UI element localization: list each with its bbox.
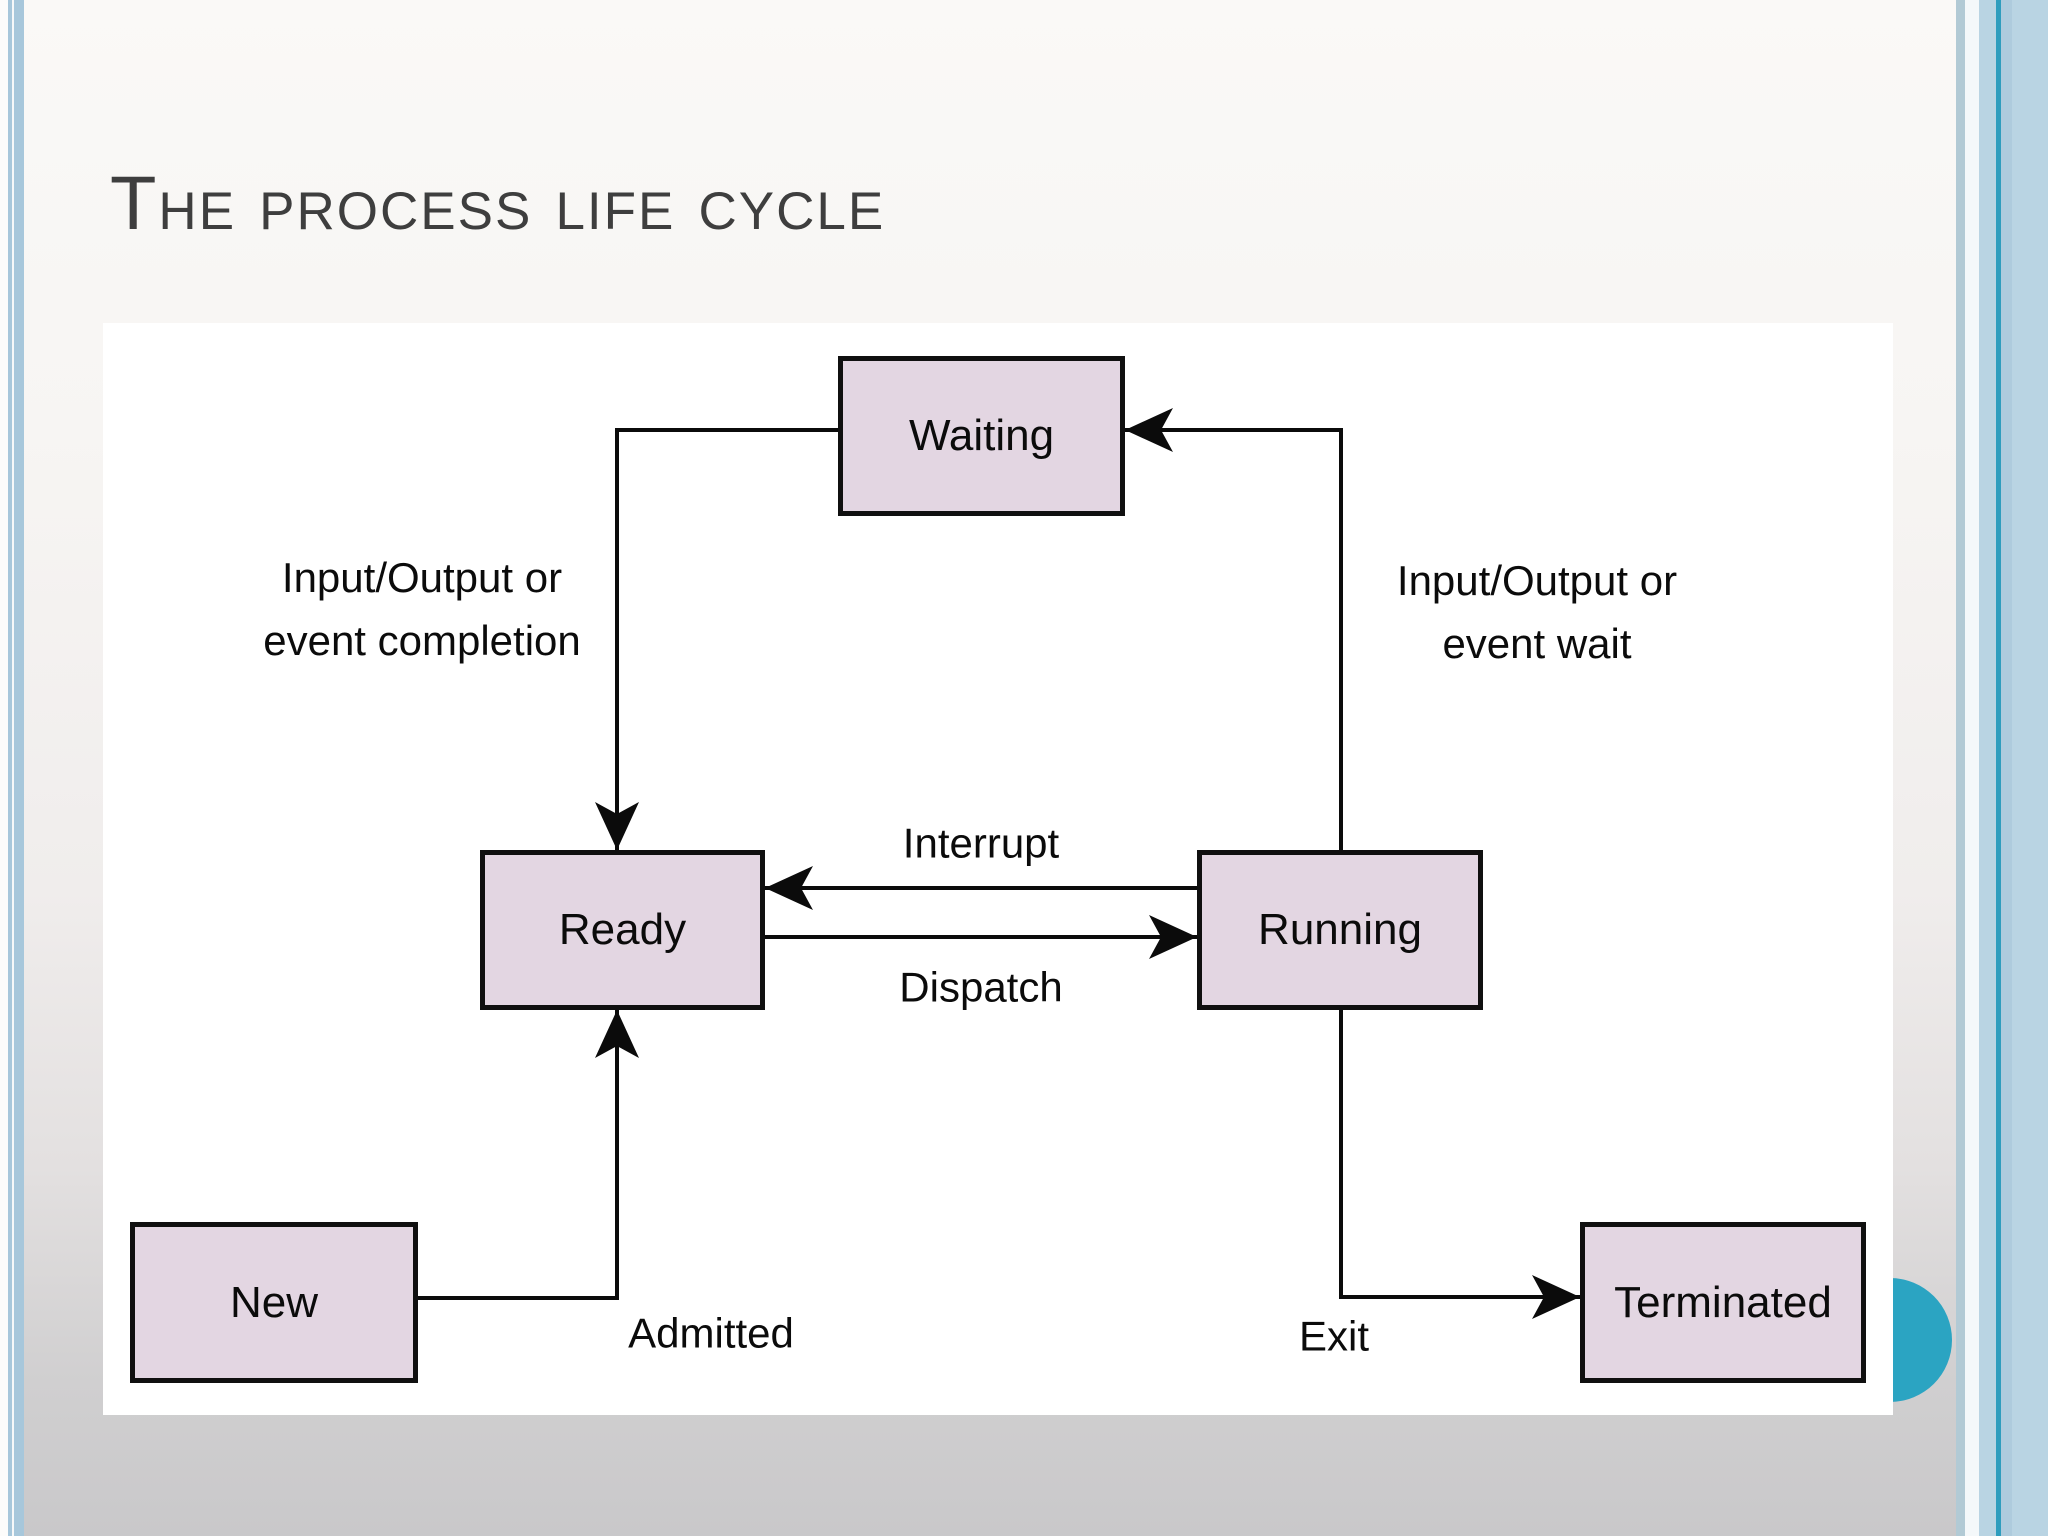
state-label-terminated: Terminated <box>1614 1277 1832 1327</box>
left-edge-thin-blue-stripe <box>8 0 12 1536</box>
state-label-waiting: Waiting <box>908 411 1055 460</box>
transition-label-dispatch: Dispatch <box>899 963 1063 1011</box>
state-label-new: New <box>229 1277 319 1327</box>
transition-label-exit: Exit <box>1298 1312 1370 1360</box>
transition-label-admitted: Admitted <box>628 1309 794 1357</box>
state-box-running: Running <box>1197 850 1483 1010</box>
transition-label-io-wait-line1: Input/Output or <box>1396 557 1678 604</box>
left-edge-gap-stripe <box>12 0 14 1536</box>
right-edge-blue-band <box>1979 0 2048 1536</box>
transition-label-interrupt: Interrupt <box>902 819 1060 867</box>
arrow-io-completion-waiting-to-ready <box>595 428 838 850</box>
arrow-exit-running-to-terminated <box>1339 1010 1580 1319</box>
state-box-terminated: Terminated <box>1580 1222 1866 1383</box>
slide-title: The process life cycle <box>110 161 886 246</box>
state-label-ready: Ready <box>558 905 687 954</box>
state-box-new: New <box>130 1222 418 1383</box>
transition-label-io-wait: Input/Output or event wait <box>1397 549 1677 675</box>
right-edge-teal-line <box>1996 0 2001 1536</box>
transition-label-io-completion-line1: Input/Output or <box>281 554 563 601</box>
state-label-running: Running <box>1258 905 1422 954</box>
right-edge-bluegray-stripe <box>1956 0 1965 1536</box>
transition-label-io-wait-line2: event wait <box>1442 620 1632 667</box>
right-edge-light-gap-stripe <box>1965 0 1979 1536</box>
right-edge-inner-blue-stripe <box>2001 0 2012 1536</box>
diagram-panel: Waiting Ready Running New Terminated Int… <box>103 323 1893 1415</box>
arrow-admitted-new-to-ready <box>418 1010 639 1300</box>
transition-arrows <box>418 408 1580 1319</box>
left-edge-white-strip <box>0 0 8 1536</box>
transition-label-io-completion-line2: event completion <box>263 617 581 664</box>
arrow-io-wait-running-to-waiting <box>1125 408 1343 850</box>
transition-label-io-completion: Input/Output or event completion <box>263 546 581 672</box>
left-edge-thick-blue-stripe <box>14 0 24 1536</box>
state-box-waiting: Waiting <box>838 356 1125 516</box>
state-box-ready: Ready <box>480 850 765 1010</box>
